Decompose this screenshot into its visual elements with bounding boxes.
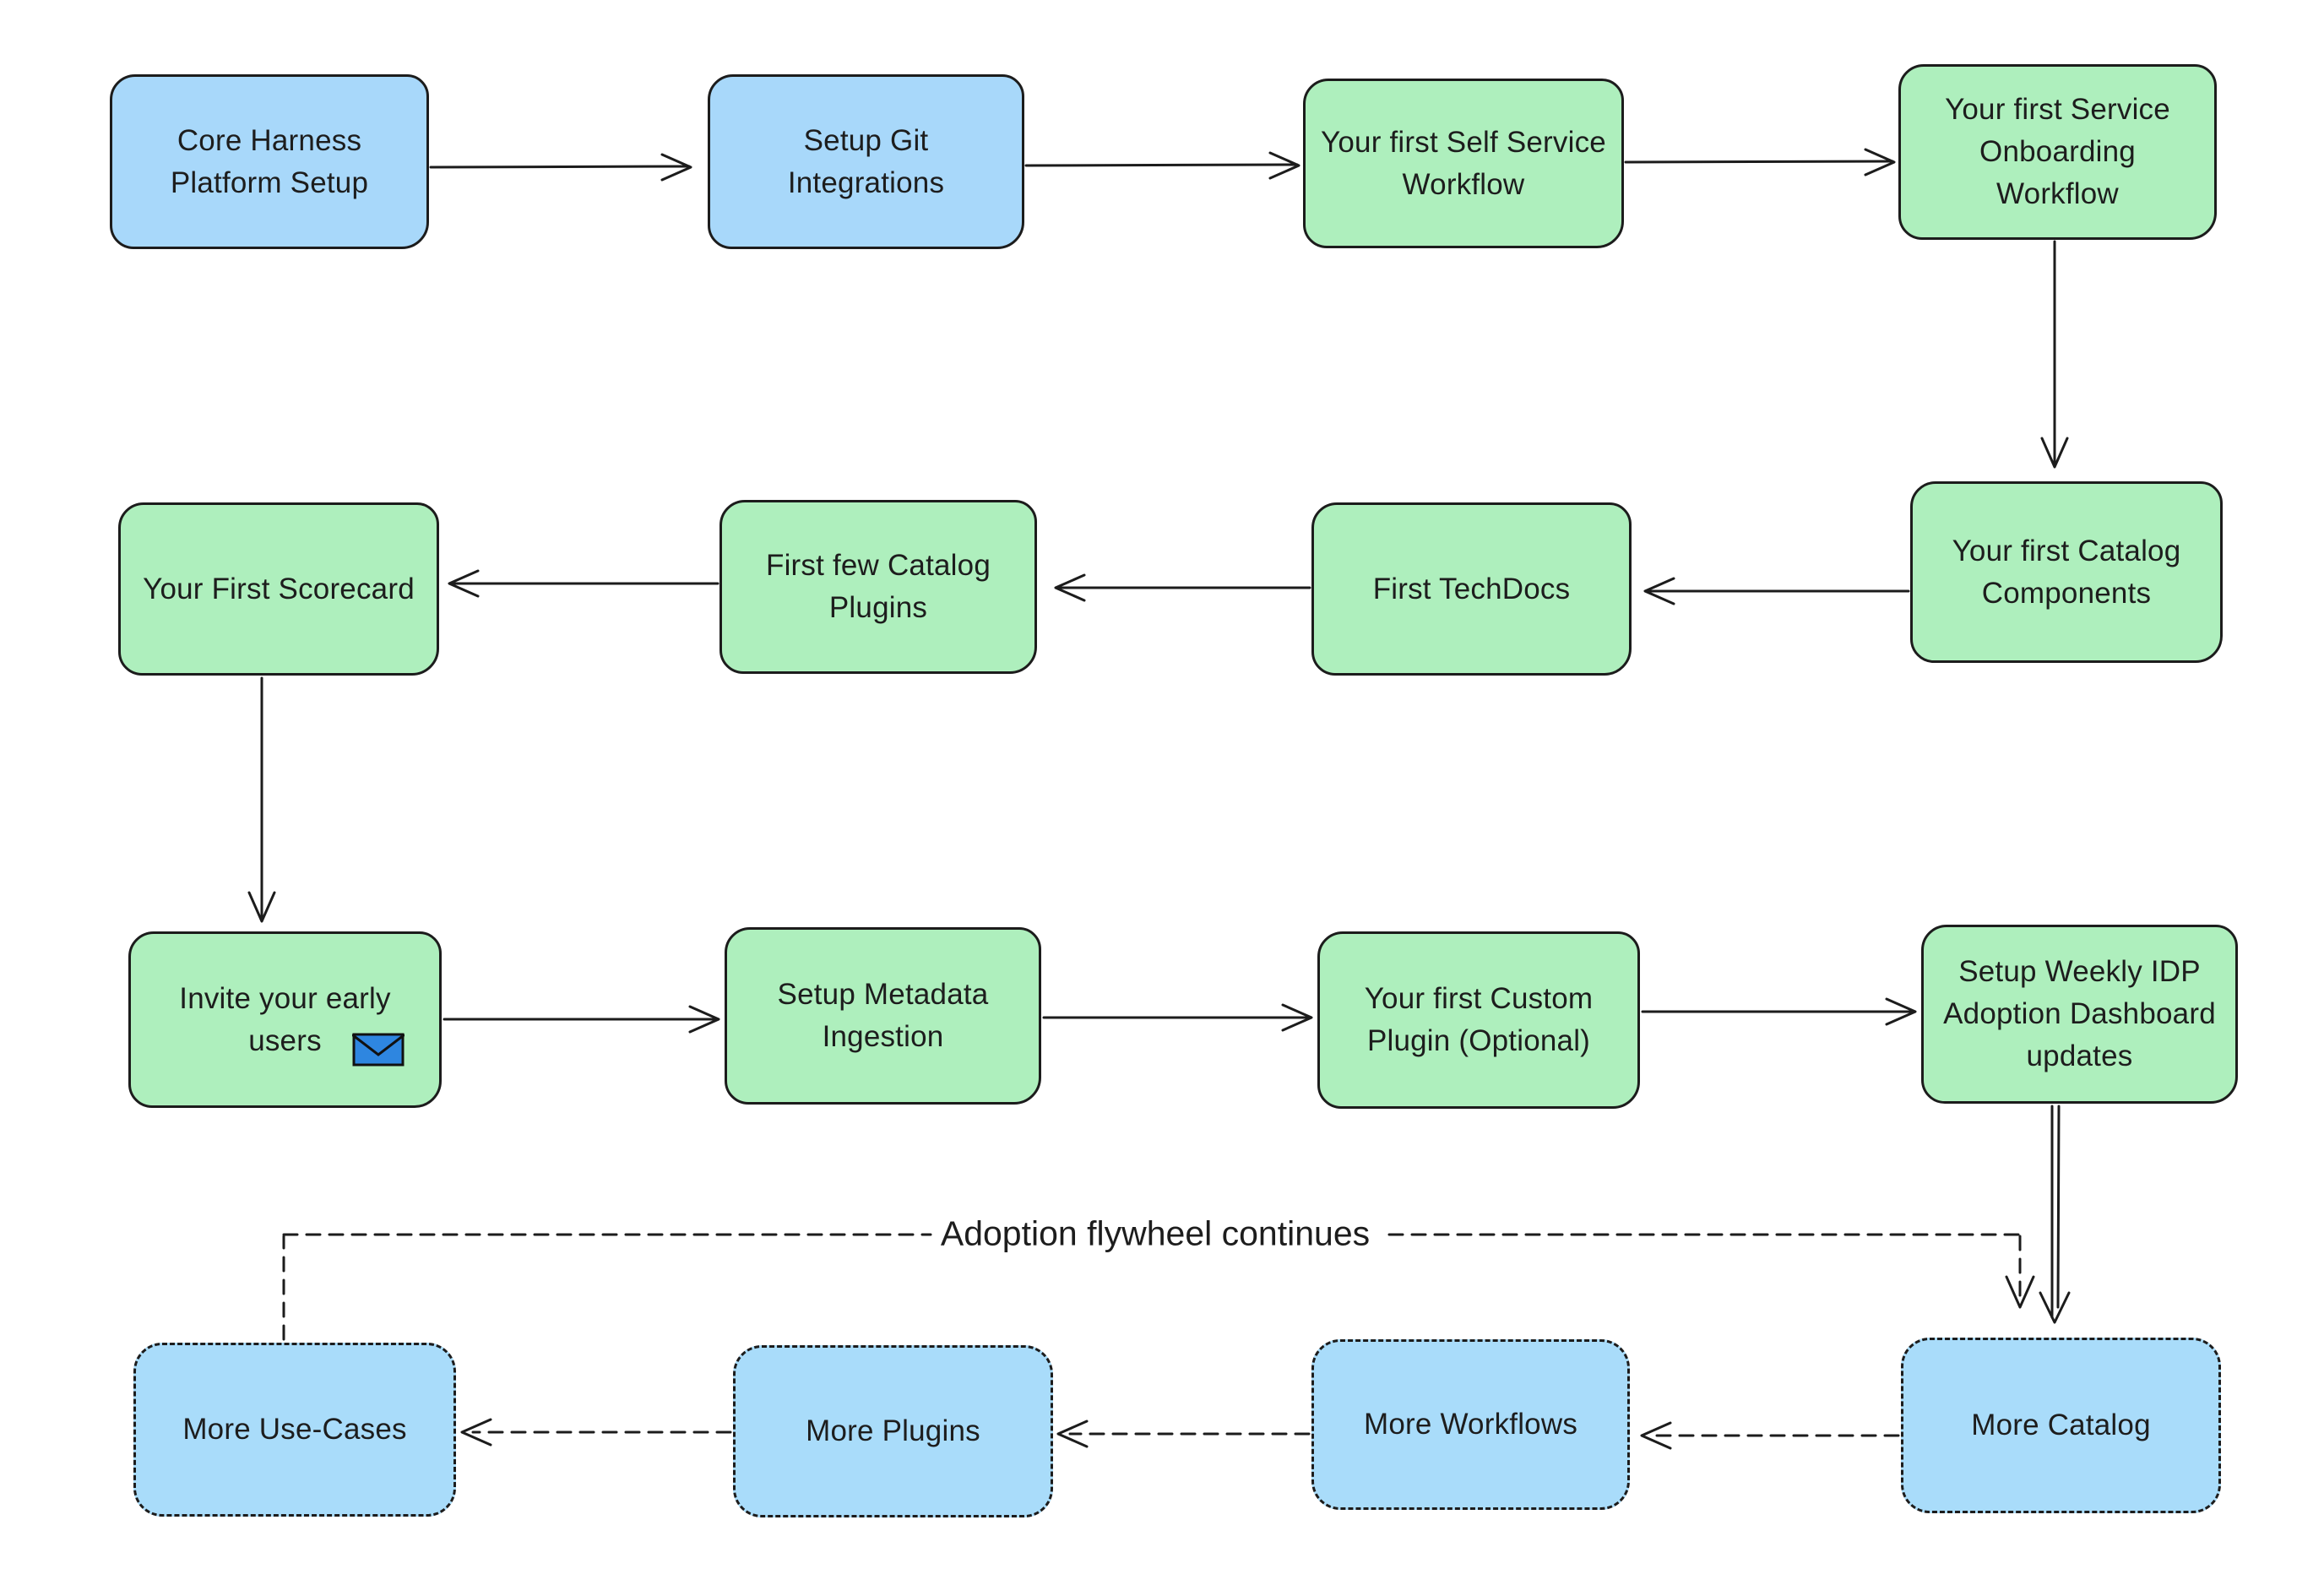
node-label: Your first Self Service Workflow: [1321, 125, 1606, 201]
arrow-more-workflows-to-more-plugins: [1056, 1420, 1311, 1448]
node-more-plugins: More Plugins: [733, 1345, 1053, 1517]
arrow-scorecard-to-invite: [247, 676, 276, 923]
node-label: Your First Scorecard: [143, 572, 415, 605]
flywheel-connector: [282, 1233, 2035, 1341]
arrow-onboarding-to-catalog-components: [2040, 240, 2069, 469]
node-label: Setup Git Integrations: [787, 123, 945, 199]
arrow-catalog-plugins-to-scorecard: [448, 569, 719, 598]
arrow-more-catalog-to-more-workflows: [1640, 1421, 1900, 1450]
node-label: More Use-Cases: [182, 1413, 407, 1447]
node-first-custom-plugin: Your first Custom Plugin (Optional): [1317, 931, 1640, 1109]
arrow-more-plugins-to-more-use-cases: [460, 1418, 732, 1447]
node-label: More Workflows: [1363, 1408, 1578, 1441]
arrow-core-to-git: [429, 153, 692, 182]
arrow-invite-to-metadata: [443, 1005, 720, 1034]
node-label: Setup Metadata Ingestion: [777, 978, 989, 1053]
arrow-dashboard-to-more-catalog: [2039, 1105, 2071, 1324]
arrow-catalog-components-to-techdocs: [1643, 577, 1910, 605]
node-first-techdocs: First TechDocs: [1311, 502, 1632, 676]
node-label: Your first Custom Plugin (Optional): [1364, 982, 1594, 1057]
arrow-git-to-selfservice: [1024, 151, 1300, 180]
node-label: Your first Catalog Components: [1952, 534, 2181, 610]
node-core-harness-platform-setup: Core Harness Platform Setup: [110, 74, 429, 249]
node-your-first-scorecard: Your First Scorecard: [118, 502, 439, 676]
node-label: First few Catalog Plugins: [766, 549, 991, 624]
node-invite-early-users: Invite your early users: [128, 931, 442, 1108]
node-label: Invite your early users: [179, 981, 391, 1057]
node-label: Setup Weekly IDP Adoption Dashboard upda…: [1943, 955, 2216, 1072]
node-more-catalog: More Catalog: [1901, 1338, 2221, 1513]
node-more-use-cases: More Use-Cases: [133, 1343, 456, 1517]
node-label: Your first Service Onboarding Workflow: [1945, 93, 2170, 210]
node-label: First TechDocs: [1372, 572, 1571, 605]
arrow-metadata-to-custom-plugin: [1042, 1003, 1313, 1032]
node-first-few-catalog-plugins: First few Catalog Plugins: [719, 500, 1037, 674]
node-setup-git-integrations: Setup Git Integrations: [708, 74, 1024, 249]
envelope-icon: [351, 1032, 405, 1067]
node-setup-metadata-ingestion: Setup Metadata Ingestion: [725, 927, 1041, 1105]
node-label: Core Harness Platform Setup: [170, 123, 369, 199]
node-first-self-service-workflow: Your first Self Service Workflow: [1303, 79, 1624, 248]
node-more-workflows: More Workflows: [1311, 1339, 1630, 1510]
arrow-selfservice-to-onboarding: [1624, 148, 1896, 176]
node-label: More Plugins: [806, 1414, 980, 1448]
node-first-service-onboarding-workflow: Your first Service Onboarding Workflow: [1898, 64, 2217, 240]
flywheel-label: Adoption flywheel continues: [931, 1213, 1379, 1254]
node-weekly-idp-adoption-dashboard: Setup Weekly IDP Adoption Dashboard upda…: [1921, 925, 2238, 1104]
node-label: More Catalog: [1971, 1409, 2151, 1442]
arrow-custom-plugin-to-dashboard: [1641, 997, 1917, 1026]
node-first-catalog-components: Your first Catalog Components: [1910, 481, 2223, 663]
arrow-techdocs-to-catalog-plugins: [1054, 573, 1311, 602]
